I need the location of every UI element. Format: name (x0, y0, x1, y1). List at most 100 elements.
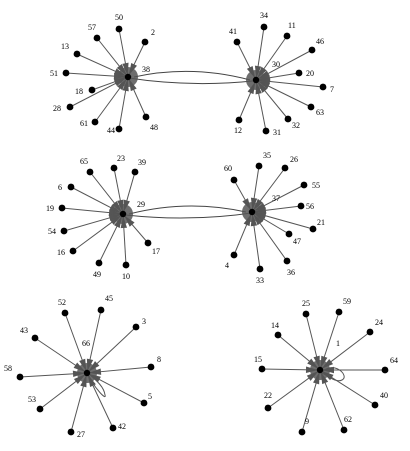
node-62 (340, 426, 348, 434)
node-25 (302, 310, 310, 318)
node-label-30: 30 (272, 60, 280, 69)
node-label-66: 66 (82, 339, 90, 348)
hub-node-66 (83, 369, 91, 377)
node-50 (115, 25, 123, 33)
nodes-layer (16, 23, 389, 436)
node-33 (256, 265, 264, 273)
node-label-33: 33 (256, 276, 264, 285)
node-14 (274, 331, 282, 339)
node-label-40: 40 (380, 391, 388, 400)
node-label-32: 32 (292, 121, 300, 130)
node-64 (381, 366, 389, 374)
node-label-59: 59 (343, 297, 351, 306)
node-label-22: 22 (264, 391, 272, 400)
node-58 (16, 373, 24, 381)
node-label-36: 36 (287, 268, 295, 277)
node-label-42: 42 (118, 422, 126, 431)
node-label-25: 25 (302, 299, 310, 308)
hub-node-30 (252, 76, 260, 84)
node-label-5: 5 (148, 392, 152, 401)
node-26 (281, 164, 289, 172)
node-label-49: 49 (93, 270, 101, 279)
hub-link-38-30-0 (133, 70, 251, 81)
node-57 (93, 34, 101, 42)
self-loop-66 (88, 374, 106, 397)
node-49 (95, 259, 103, 267)
node-4 (230, 251, 238, 259)
node-label-31: 31 (273, 128, 281, 137)
node-55 (300, 181, 308, 189)
node-label-23: 23 (117, 154, 125, 163)
node-15 (258, 365, 266, 373)
node-label-60: 60 (224, 164, 232, 173)
node-36 (283, 257, 291, 265)
node-51 (62, 69, 70, 77)
node-23 (110, 164, 118, 172)
node-label-11: 11 (288, 21, 296, 30)
node-8 (147, 363, 155, 371)
node-44 (115, 125, 123, 133)
node-3 (132, 323, 140, 331)
hub-link-37-29-1 (116, 211, 259, 219)
node-label-10: 10 (122, 272, 130, 281)
node-label-19: 19 (46, 204, 54, 213)
hub-node-38 (124, 73, 132, 81)
node-16 (69, 247, 77, 255)
node-label-17: 17 (152, 247, 160, 256)
node-13 (73, 50, 81, 58)
node-label-43: 43 (20, 326, 28, 335)
node-35 (255, 162, 263, 170)
node-48 (142, 113, 150, 121)
node-56 (297, 202, 305, 210)
node-39 (131, 168, 139, 176)
node-label-46: 46 (316, 37, 324, 46)
node-label-15: 15 (254, 355, 262, 364)
node-19 (58, 204, 66, 212)
node-label-35: 35 (263, 151, 271, 160)
node-label-3: 3 (142, 317, 146, 326)
hub-node-37 (248, 208, 256, 216)
node-label-8: 8 (157, 355, 161, 364)
node-2 (141, 38, 149, 46)
node-31 (262, 127, 270, 135)
node-40 (371, 401, 379, 409)
node-61 (91, 118, 99, 126)
node-label-1: 1 (336, 339, 340, 348)
node-label-47: 47 (293, 237, 301, 246)
node-label-62: 62 (344, 415, 352, 424)
node-21 (309, 225, 317, 233)
node-43 (31, 334, 39, 342)
node-47 (285, 230, 293, 238)
node-53 (36, 405, 44, 413)
node-label-64: 64 (390, 356, 398, 365)
node-label-29: 29 (137, 200, 145, 209)
node-54 (60, 227, 68, 235)
node-label-51: 51 (50, 69, 58, 78)
node-label-50: 50 (115, 13, 123, 22)
node-label-14: 14 (271, 321, 279, 330)
node-label-65: 65 (80, 157, 88, 166)
node-label-37: 37 (272, 194, 280, 203)
node-label-21: 21 (317, 218, 325, 227)
node-10 (122, 261, 130, 269)
node-label-4: 4 (225, 261, 229, 270)
hub-node-29 (119, 210, 127, 218)
node-63 (307, 103, 315, 111)
node-52 (61, 309, 69, 317)
node-65 (86, 168, 94, 176)
node-34 (260, 23, 268, 31)
node-label-34: 34 (260, 11, 268, 20)
node-label-12: 12 (234, 126, 242, 135)
node-label-9: 9 (305, 417, 309, 426)
node-45 (97, 306, 105, 314)
node-label-61: 61 (80, 119, 88, 128)
node-label-58: 58 (4, 364, 12, 373)
node-label-26: 26 (290, 155, 298, 164)
node-7 (319, 83, 327, 91)
node-label-44: 44 (107, 126, 115, 135)
node-label-53: 53 (28, 395, 36, 404)
node-label-57: 57 (88, 23, 96, 32)
node-20 (295, 69, 303, 77)
